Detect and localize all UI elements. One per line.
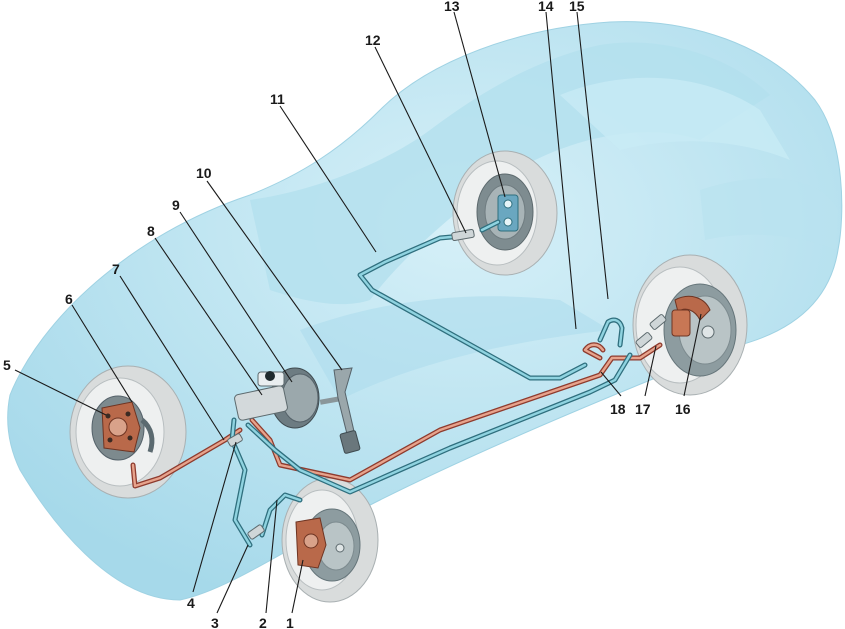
callout-18: 18 bbox=[610, 401, 626, 417]
callout-14: 14 bbox=[538, 0, 554, 14]
hose-fittings bbox=[227, 228, 667, 540]
rear-right-wheel bbox=[632, 254, 748, 396]
callout-2: 2 bbox=[259, 615, 267, 629]
callout-17: 17 bbox=[635, 401, 651, 417]
callout-7: 7 bbox=[112, 261, 120, 277]
callout-10: 10 bbox=[196, 165, 212, 181]
rear-left-wheel bbox=[452, 150, 558, 276]
callout-11: 11 bbox=[270, 91, 285, 107]
callout-15: 15 bbox=[569, 0, 585, 14]
callout-9: 9 bbox=[172, 197, 180, 213]
callout-8: 8 bbox=[147, 223, 155, 239]
master-cylinder-booster bbox=[234, 367, 341, 429]
callout-16: 16 bbox=[675, 401, 691, 417]
callout-3: 3 bbox=[211, 615, 219, 629]
callout-12: 12 bbox=[365, 32, 381, 48]
leader-lines bbox=[14, 11, 702, 614]
callout-1: 1 bbox=[286, 615, 294, 629]
front-right-brake-caliper-icon bbox=[295, 517, 327, 569]
callout-5: 5 bbox=[3, 357, 11, 373]
front-right-wheel bbox=[281, 477, 379, 603]
front-left-wheel bbox=[69, 365, 187, 499]
blue-brake-circuit bbox=[229, 219, 633, 548]
callout-labels: 1 2 3 4 5 6 7 8 9 10 11 12 13 14 15 16 1… bbox=[3, 0, 691, 629]
callout-13: 13 bbox=[444, 0, 460, 14]
callout-6: 6 bbox=[65, 291, 73, 307]
rear-left-brake-cylinder-icon bbox=[497, 194, 519, 232]
brake-pedal bbox=[333, 367, 361, 454]
callout-4: 4 bbox=[187, 595, 195, 611]
front-left-brake-caliper-icon bbox=[101, 401, 141, 453]
